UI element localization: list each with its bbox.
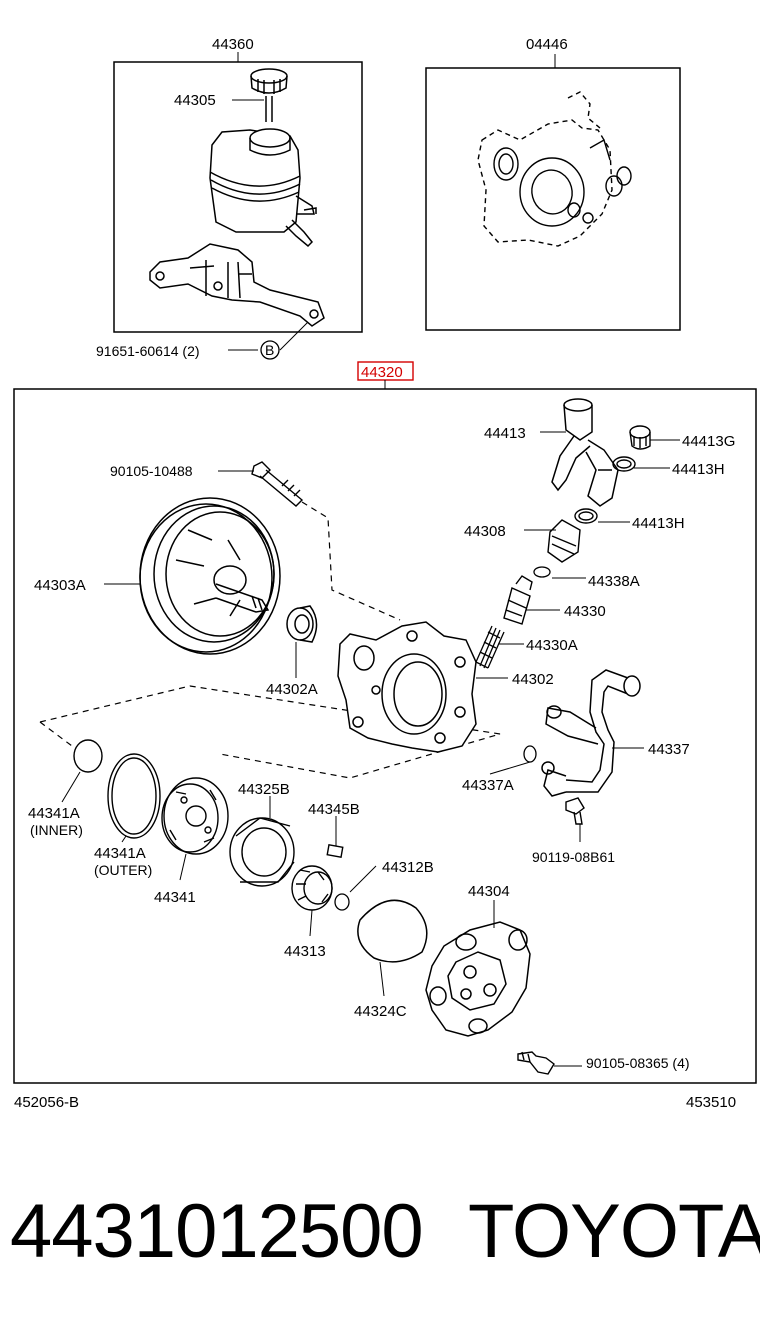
rear-bolt <box>517 1051 555 1075</box>
label-44360: 44360 <box>212 36 254 53</box>
label-44330a: 44330A <box>526 637 578 654</box>
label-90105-08365: 90105-08365 (4) <box>586 1055 690 1071</box>
code-bottom-left: 452056-B <box>14 1094 79 1111</box>
pipe-bolt <box>565 797 585 825</box>
part-number: 4431012500 <box>10 1189 424 1274</box>
gasket-kit-drawing <box>477 91 632 247</box>
reservoir-tank <box>209 128 317 248</box>
label-44337a: 44337A <box>462 777 514 794</box>
label-44413: 44413 <box>484 425 526 442</box>
label-44302a: 44302A <box>266 681 318 698</box>
label-44341: 44341 <box>154 889 196 906</box>
label-91651-60614: 91651-60614 (2) <box>96 343 200 359</box>
label-44345b: 44345B <box>308 801 360 818</box>
label-44320: 44320 <box>361 364 403 381</box>
label-44338a: 44338A <box>588 573 640 590</box>
label-44303a: 44303A <box>34 577 86 594</box>
label-44341a-inner-note: (INNER) <box>30 822 83 838</box>
marker-b: B <box>260 340 280 360</box>
label-44413h-lower: 44413H <box>632 515 685 532</box>
rear-housing <box>425 921 531 1037</box>
label-44330: 44330 <box>564 603 606 620</box>
label-44325b: 44325B <box>238 781 290 798</box>
oring-lower <box>574 508 598 524</box>
parts-diagram: 44360 44305 <box>13 36 757 1111</box>
plug <box>629 425 651 450</box>
label-44313: 44313 <box>284 943 326 960</box>
label-44312b: 44312B <box>382 859 434 876</box>
cam-ring <box>229 817 295 887</box>
valve-oring <box>533 566 551 578</box>
label-90105-10488: 90105-10488 <box>110 463 193 479</box>
code-bottom-right: 453510 <box>686 1094 736 1111</box>
long-bolt <box>251 461 304 507</box>
label-44413h-upper: 44413H <box>672 461 725 478</box>
rotor <box>291 865 333 911</box>
oring-upper <box>612 456 636 472</box>
gasket-kit-box: 04446 <box>425 36 681 331</box>
label-04446: 04446 <box>526 36 568 53</box>
reservoir-cap <box>250 68 288 122</box>
assembly-guides <box>39 501 501 779</box>
pump-housing <box>337 621 477 753</box>
label-90119-08b61: 90119-08B61 <box>532 849 615 865</box>
label-44324c: 44324C <box>354 1003 407 1020</box>
label-44302: 44302 <box>512 671 554 688</box>
pipe-oring <box>523 745 537 763</box>
reservoir-bracket <box>149 243 325 327</box>
vane <box>326 844 344 858</box>
label-44341a-inner: 44341A <box>28 805 80 822</box>
valve-fitting <box>547 519 581 563</box>
label-44304: 44304 <box>468 883 510 900</box>
inlet-union <box>551 398 619 507</box>
label-44413g: 44413G <box>682 433 735 450</box>
seal-outer <box>107 753 161 839</box>
reservoir-box: 44360 44305 <box>113 36 363 351</box>
pressure-pipe <box>541 669 641 797</box>
seal-inner <box>73 739 103 773</box>
pulley <box>139 497 281 655</box>
label-44308: 44308 <box>464 523 506 540</box>
brand-name: TOYOTA <box>468 1189 760 1274</box>
label-44305: 44305 <box>174 92 216 109</box>
snap-ring <box>334 893 350 911</box>
label-44341a-outer: 44341A <box>94 845 146 862</box>
bearing <box>286 605 318 643</box>
valve-spring <box>475 625 505 669</box>
side-plate <box>161 777 229 855</box>
gasket <box>357 899 428 963</box>
svg-text:B: B <box>265 342 274 358</box>
label-44341a-outer-note: (OUTER) <box>94 862 152 878</box>
label-44337: 44337 <box>648 741 690 758</box>
flow-valve <box>503 575 533 625</box>
